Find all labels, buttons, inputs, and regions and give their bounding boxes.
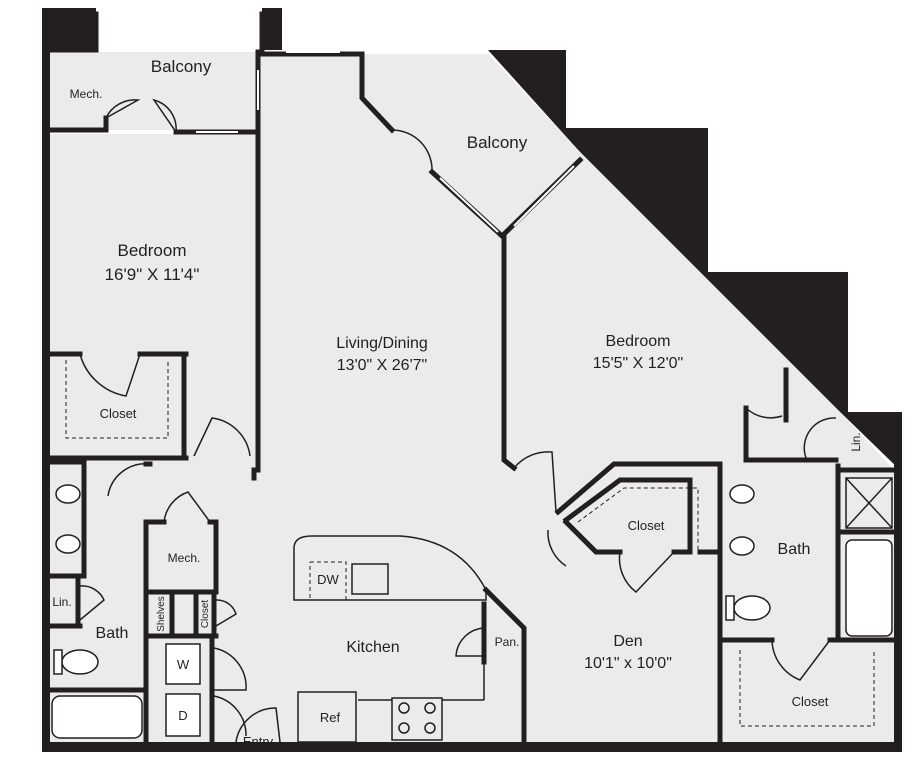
bath-right-label: Bath [778,541,811,558]
living-dining-name: Living/Dining [336,335,428,352]
living-dining-dims: 13'0" X 26'7" [337,357,427,374]
bath-fixtures [51,477,893,739]
pantry-label: Pan. [495,635,520,649]
bedroom-right-dims: 15'5" X 12'0" [593,355,683,372]
balcony-top-label: Balcony [151,57,212,76]
kitchen-label: Kitchen [346,639,399,656]
dishwasher-label: DW [317,572,339,587]
floor-area [50,52,894,742]
closet-den-label: Closet [628,518,665,533]
washer-label: W [177,657,190,672]
lin-right-label: Lin. [849,432,863,451]
balcony-diagonal-label: Balcony [467,133,528,152]
door-swings [79,98,837,743]
closet-left-label: Closet [100,406,137,421]
fridge-label: Ref [320,710,341,725]
lin-left-label: Lin. [52,595,71,609]
mech-mid-label: Mech. [168,551,201,565]
bedroom-right-name: Bedroom [606,333,671,350]
closet-small-label: Closet [200,600,211,629]
mech-top-label: Mech. [70,87,103,101]
bedroom-left-name: Bedroom [118,241,187,260]
den-dims: 10'1" x 10'0" [584,655,672,672]
room-labels: Balcony Mech. Balcony Bedroom 16'9" X 11… [52,57,863,749]
entry-label: Entry [243,734,274,749]
den-name: Den [613,633,642,650]
exterior-walls [42,8,902,752]
closet-bottom-right-label: Closet [792,694,829,709]
shelves-label: Shelves [156,596,167,632]
bedroom-left-dims: 16'9" X 11'4" [105,265,200,284]
bath-left-label: Bath [96,625,129,642]
dryer-label: D [178,708,187,723]
windows [196,51,575,233]
kitchen-counter [293,535,487,743]
